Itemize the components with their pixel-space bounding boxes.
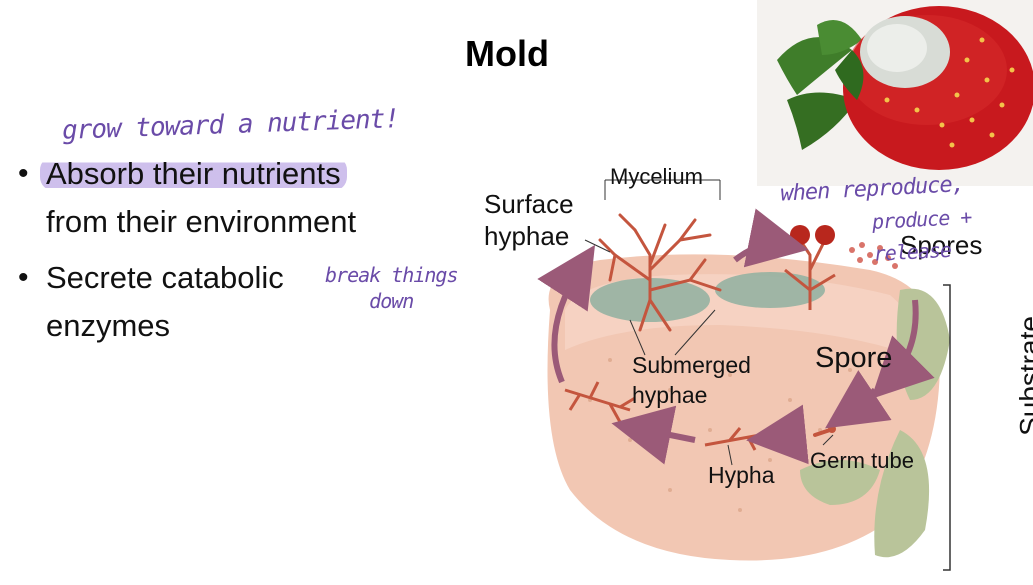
note-line: produce + release — [871, 204, 972, 266]
label-line: Surface — [484, 189, 574, 219]
leaf-shape — [896, 288, 950, 400]
mold-patch — [867, 24, 927, 72]
label-mycelium: Mycelium — [610, 164, 703, 189]
surface-hyphae — [598, 213, 722, 332]
leaf-shape — [874, 430, 930, 558]
bullet-list: • Absorb their nutrients from their envi… — [16, 150, 476, 358]
handwritten-note-nutrient: grow toward a nutrient! — [61, 104, 400, 146]
bullet-secrete: • Secrete catabolic enzymes — [16, 254, 476, 350]
strawberry-photo-svg — [757, 0, 1033, 186]
seed-dots — [884, 37, 1015, 148]
germ-spore — [828, 425, 836, 433]
label-surface-hyphae: Surface hyphae — [484, 188, 574, 252]
slide-title: Mold — [465, 33, 549, 74]
single-spore — [878, 380, 888, 390]
moldy-strawberry-photo — [757, 0, 1033, 186]
bullet-text: Secrete catabolic — [46, 260, 284, 295]
bullet-absorb: • Absorb their nutrients from their envi… — [16, 150, 476, 246]
diagram-svg — [537, 179, 951, 571]
bullet-text: from their environment — [46, 204, 357, 239]
handwritten-note-break: break things down — [325, 262, 458, 314]
label-spore: Spore — [815, 342, 893, 374]
label-hypha: Hypha — [708, 462, 775, 488]
leaf-shape — [787, 92, 857, 150]
mold-lifecycle-diagram: Mycelium Surface hyphae Spores Submerged… — [470, 160, 1033, 585]
bullet-dot: • — [18, 157, 29, 190]
germ-tube-shape — [813, 428, 832, 437]
label-submerged-hyphae: Submerged hyphae — [632, 350, 751, 410]
label-line: Submerged — [632, 352, 751, 378]
highlighted-text: Absorb their nutrients — [40, 156, 347, 191]
sporangium — [815, 225, 835, 245]
leader-lines — [584, 179, 834, 466]
leaf-shape — [800, 460, 880, 505]
cycle-arrow — [537, 208, 935, 465]
bullet-dot: • — [18, 261, 29, 294]
bullet-text: enzymes — [46, 308, 171, 343]
note-line: down — [369, 289, 414, 313]
label-spores: Spores — [900, 230, 983, 260]
spore-cloud — [849, 242, 898, 269]
leaf-shape — [835, 50, 864, 100]
handwritten-note-reproduce: when reproduce, produce + release — [780, 165, 1033, 274]
label-substrate: Substrate — [1013, 316, 1033, 436]
label-line: hyphae — [632, 382, 708, 408]
label-germ-tube: Germ tube — [810, 448, 914, 473]
note-line: break things — [325, 263, 458, 287]
substrate-bracket — [943, 284, 951, 571]
leaf-shape — [817, 20, 862, 55]
label-line: hyphae — [484, 221, 570, 251]
